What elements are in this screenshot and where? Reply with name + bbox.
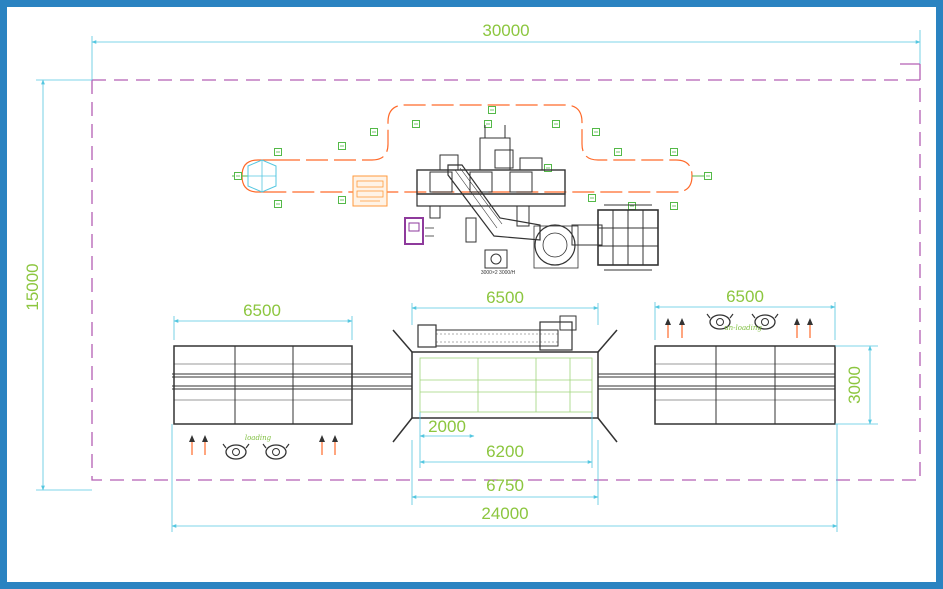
line-length-label: 24000	[481, 504, 528, 523]
station-marker	[338, 196, 346, 204]
dimension-table-depth: 3000	[835, 345, 878, 425]
station-marker	[412, 120, 420, 128]
right-table-width-label: 6500	[726, 287, 764, 306]
unloading-label: un-loading	[724, 324, 762, 332]
dimension-right-table: 6500	[654, 287, 836, 340]
table-depth-label: 3000	[845, 366, 864, 404]
operator-icon	[751, 313, 779, 330]
dimension-overall-height: 15000	[23, 79, 92, 491]
station-marker	[670, 202, 678, 210]
burner-box-label: 3000×2 3000/H	[481, 270, 516, 276]
station-marker	[552, 120, 560, 128]
overall-width-label: 30000	[482, 21, 529, 40]
operator-icon	[222, 443, 250, 460]
station-marker	[544, 164, 552, 172]
dimension-machine-length: 6750	[411, 440, 599, 505]
up-arrow-icon	[665, 318, 671, 338]
dimension-inner-offset: 2000	[419, 417, 475, 438]
overall-height-label: 15000	[23, 263, 42, 310]
up-arrow-icon	[319, 435, 325, 455]
up-arrow-icon	[202, 435, 208, 455]
station-marker	[670, 148, 678, 156]
up-arrow-icon	[807, 318, 813, 338]
right-unloading-table	[654, 345, 836, 425]
dimension-inner-length: 6200	[419, 412, 593, 468]
site-boundary	[91, 63, 921, 481]
dimension-line-length: 24000	[171, 424, 838, 532]
station-marker	[628, 202, 636, 210]
loading-label: loading	[245, 434, 272, 442]
station-marker	[488, 106, 496, 114]
station-marker	[614, 148, 622, 156]
dimension-center-machine: 6500	[411, 288, 599, 325]
dimension-left-table: 6500	[173, 301, 353, 340]
center-machine-width-label: 6500	[486, 288, 524, 307]
operator-icon	[706, 313, 734, 330]
inner-length-label: 6200	[486, 442, 524, 461]
station-marker	[592, 128, 600, 136]
inner-offset-label: 2000	[428, 417, 466, 436]
end-turntable	[247, 159, 277, 193]
control-cabinet	[404, 217, 434, 245]
central-machine	[416, 125, 603, 269]
station-marker	[234, 172, 242, 180]
machine-length-label: 6750	[486, 476, 524, 495]
rotating-disc-icon	[490, 253, 502, 265]
up-arrow-icon	[794, 318, 800, 338]
station-marker	[484, 120, 492, 128]
up-arrow-icon	[332, 435, 338, 455]
cooling-unit	[597, 204, 659, 271]
operator-markers	[189, 313, 813, 460]
loading-tray	[352, 175, 388, 207]
left-table-width-label: 6500	[243, 301, 281, 320]
station-marker	[274, 148, 282, 156]
up-arrow-icon	[679, 318, 685, 338]
station-marker	[704, 172, 712, 180]
dimension-overall-width: 30000	[91, 21, 921, 80]
up-arrow-icon	[189, 435, 195, 455]
burner-box: 3000×2 3000/H	[481, 249, 516, 276]
station-marker	[338, 142, 346, 150]
station-marker	[274, 200, 282, 208]
operator-icon	[262, 443, 290, 460]
left-loading-table	[173, 345, 353, 425]
station-marker	[588, 194, 596, 202]
curing-oven	[392, 315, 618, 443]
station-marker	[370, 128, 378, 136]
